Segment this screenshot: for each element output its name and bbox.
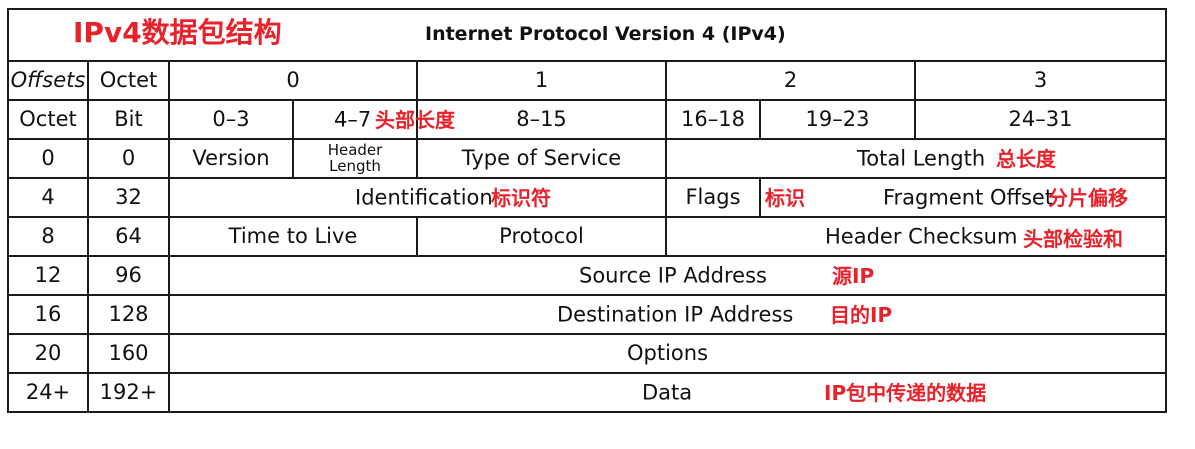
row-octet-24: 24+ 192+ Data IP包中传递的数据 <box>7 372 1167 413</box>
bit-range-0-3: 0–3 <box>168 99 294 140</box>
total-length-field: Total Length <box>857 146 986 170</box>
protocol-field: Protocol <box>416 216 667 257</box>
identification-field: Identification <box>355 185 493 209</box>
options-field: Options <box>168 333 1167 374</box>
octet-value: 16 <box>7 294 89 335</box>
header-checksum-cell: Header Checksum 头部检验和 <box>665 216 1167 257</box>
octet-value: 8 <box>7 216 89 257</box>
destination-ip-cell: Destination IP Address 目的IP <box>168 294 1167 335</box>
destination-ip-field: Destination IP Address <box>557 302 794 326</box>
identification-annotation: 标识符 <box>491 185 551 210</box>
source-ip-field: Source IP Address <box>579 263 767 287</box>
octet-2-header: 2 <box>665 60 916 101</box>
destination-ip-annotation: 目的IP <box>830 302 893 327</box>
flags-field: Flags <box>665 177 761 218</box>
octet-value: 12 <box>7 255 89 296</box>
header-checksum-annotation: 头部检验和 <box>1023 226 1123 251</box>
flags-annotation: 标识 <box>765 185 805 210</box>
bit-value: 96 <box>87 255 170 296</box>
octet-1-header: 1 <box>416 60 667 101</box>
identification-cell: Identification 标识符 <box>168 177 667 218</box>
octet-header-row: Offsets Octet 0 1 2 3 <box>7 60 1167 101</box>
octet-0-header: 0 <box>168 60 418 101</box>
bit-header-row: Octet Bit 0–3 4–7 头部长度 8–15 16–18 19–23 … <box>7 99 1167 140</box>
bit-range-19-23: 19–23 <box>759 99 916 140</box>
octet-label: Octet <box>7 99 89 140</box>
header-length-annotation: 头部长度 <box>375 107 455 132</box>
time-to-live-field: Time to Live <box>168 216 418 257</box>
ipv4-header-table: IPv4数据包结构 Internet Protocol Version 4 (I… <box>7 8 1167 413</box>
fragment-offset-field: Fragment Offset <box>883 185 1054 209</box>
bit-range-4-7: 4–7 <box>334 107 372 131</box>
bit-label: Bit <box>87 99 170 140</box>
row-octet-8: 8 64 Time to Live Protocol Header Checks… <box>7 216 1167 257</box>
title-row: IPv4数据包结构 Internet Protocol Version 4 (I… <box>7 8 1167 62</box>
fragment-offset-annotation: 分片偏移 <box>1048 185 1128 210</box>
english-title: Internet Protocol Version 4 (IPv4) <box>425 23 786 45</box>
total-length-cell: Total Length 总长度 <box>665 138 1167 179</box>
bit-value: 32 <box>87 177 170 218</box>
header-length-line1: Header <box>327 141 383 159</box>
header-length-line2: Length <box>329 157 381 175</box>
bit-range-16-18: 16–18 <box>665 99 761 140</box>
offsets-header: Offsets <box>7 60 89 101</box>
bit-value: 160 <box>87 333 170 374</box>
chinese-title: IPv4数据包结构 <box>73 16 282 49</box>
version-field: Version <box>168 138 294 179</box>
bit-range-8-15: 8–15 <box>416 99 667 140</box>
bit-value: 128 <box>87 294 170 335</box>
row-octet-4: 4 32 Identification 标识符 Flags 标识 Fragmen… <box>7 177 1167 218</box>
data-annotation: IP包中传递的数据 <box>824 380 987 405</box>
row-octet-16: 16 128 Destination IP Address 目的IP <box>7 294 1167 335</box>
row-octet-20: 20 160 Options <box>7 333 1167 374</box>
bit-range-4-7-cell: 4–7 头部长度 <box>292 99 455 140</box>
total-length-annotation: 总长度 <box>996 146 1056 171</box>
octet-value: 20 <box>7 333 89 374</box>
bit-value: 0 <box>87 138 170 179</box>
octet-column-header: Octet <box>87 60 170 101</box>
bit-value: 192+ <box>87 372 170 413</box>
title-cell: IPv4数据包结构 Internet Protocol Version 4 (I… <box>7 8 1167 62</box>
data-cell: Data IP包中传递的数据 <box>168 372 1167 413</box>
row-octet-0: 0 0 Version Header Length Type of Servic… <box>7 138 1167 179</box>
data-field: Data <box>642 380 693 404</box>
octet-value: 0 <box>7 138 89 179</box>
header-length-field: Header Length <box>292 138 418 179</box>
bit-value: 64 <box>87 216 170 257</box>
source-ip-cell: Source IP Address 源IP <box>168 255 1167 296</box>
octet-value: 4 <box>7 177 89 218</box>
bit-range-24-31: 24–31 <box>914 99 1167 140</box>
row-octet-12: 12 96 Source IP Address 源IP <box>7 255 1167 296</box>
octet-3-header: 3 <box>914 60 1167 101</box>
octet-value: 24+ <box>7 372 89 413</box>
fragment-offset-cell: 标识 Fragment Offset 分片偏移 <box>759 177 1167 218</box>
source-ip-annotation: 源IP <box>832 263 875 288</box>
type-of-service-field: Type of Service <box>416 138 667 179</box>
header-checksum-field: Header Checksum <box>825 224 1018 248</box>
